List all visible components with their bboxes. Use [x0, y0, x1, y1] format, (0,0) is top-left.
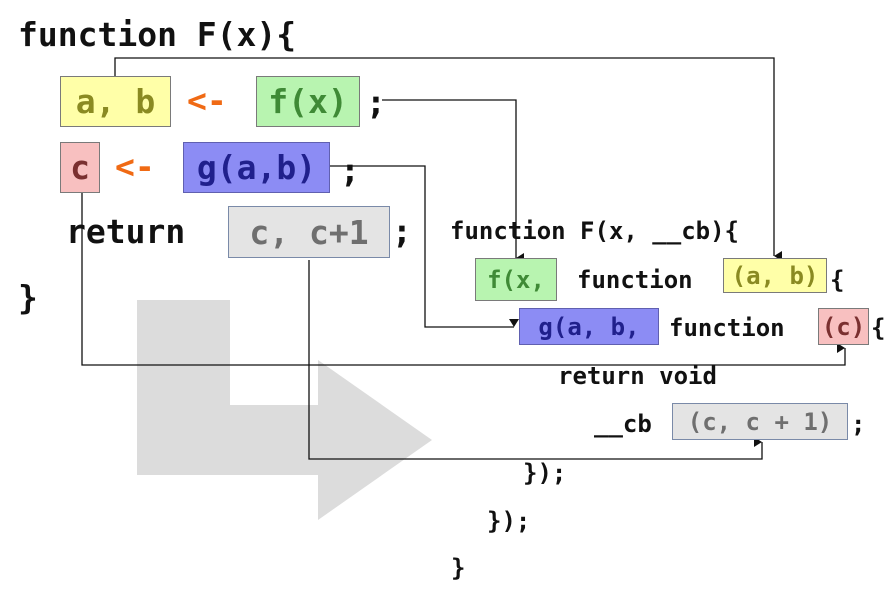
left-function-header: function F(x){ — [18, 15, 297, 54]
right-fx-box: f(x, — [475, 258, 557, 301]
left-assign-op-1: <- — [187, 81, 227, 120]
connector-ab — [114, 57, 782, 261]
left-return-keyword: return — [66, 212, 186, 251]
right-gab-text: g(a, b, — [538, 312, 640, 341]
left-return-expr-box: c, c+1 — [228, 206, 390, 258]
right-close-1: }); — [523, 459, 567, 487]
connector-gab — [330, 165, 519, 328]
right-return-void: return void — [558, 362, 717, 390]
left-return-expr-text: c, c+1 — [249, 212, 369, 252]
left-semicolon-1: ; — [366, 83, 386, 122]
left-fx-box: f(x) — [256, 76, 360, 127]
left-semicolon-3: ; — [392, 212, 412, 251]
left-closing-brace: } — [18, 278, 38, 317]
right-close-3: } — [451, 554, 466, 582]
left-ab-text: a, b — [75, 82, 156, 121]
connector-fx — [382, 99, 524, 263]
right-cb-args-box: (c, c + 1) — [672, 403, 848, 440]
right-c-param-text: (c) — [821, 312, 866, 341]
right-function-header: function F(x, __cb){ — [450, 217, 739, 245]
right-function-kw-1: function — [577, 266, 693, 294]
left-gab-text: g(a,b) — [196, 148, 317, 187]
left-ab-box: a, b — [60, 76, 171, 127]
left-c-text: c — [70, 148, 90, 187]
right-close-2: }); — [487, 507, 531, 535]
right-function-kw-2: function — [669, 314, 785, 342]
connector-c — [81, 193, 846, 366]
left-semicolon-2: ; — [340, 151, 360, 190]
right-open-brace-2: { — [871, 314, 886, 342]
left-gab-box: g(a,b) — [183, 142, 330, 193]
right-ab-params-text: (a, b) — [731, 261, 819, 290]
right-open-brace-1: { — [830, 266, 845, 294]
right-ab-params-box: (a, b) — [723, 258, 827, 293]
right-gab-box: g(a, b, — [519, 308, 659, 345]
right-semicolon: ; — [851, 410, 866, 438]
right-fx-text: f(x, — [487, 265, 545, 294]
transform-arrow-shape — [137, 300, 432, 520]
left-fx-text: f(x) — [268, 82, 348, 121]
connector-return — [308, 260, 763, 460]
left-c-box: c — [60, 142, 100, 193]
right-cb-name: __cb — [594, 410, 652, 438]
right-cb-args-text: (c, c + 1) — [687, 407, 833, 436]
right-c-param-box: (c) — [818, 308, 869, 345]
left-assign-op-2: <- — [115, 147, 155, 186]
